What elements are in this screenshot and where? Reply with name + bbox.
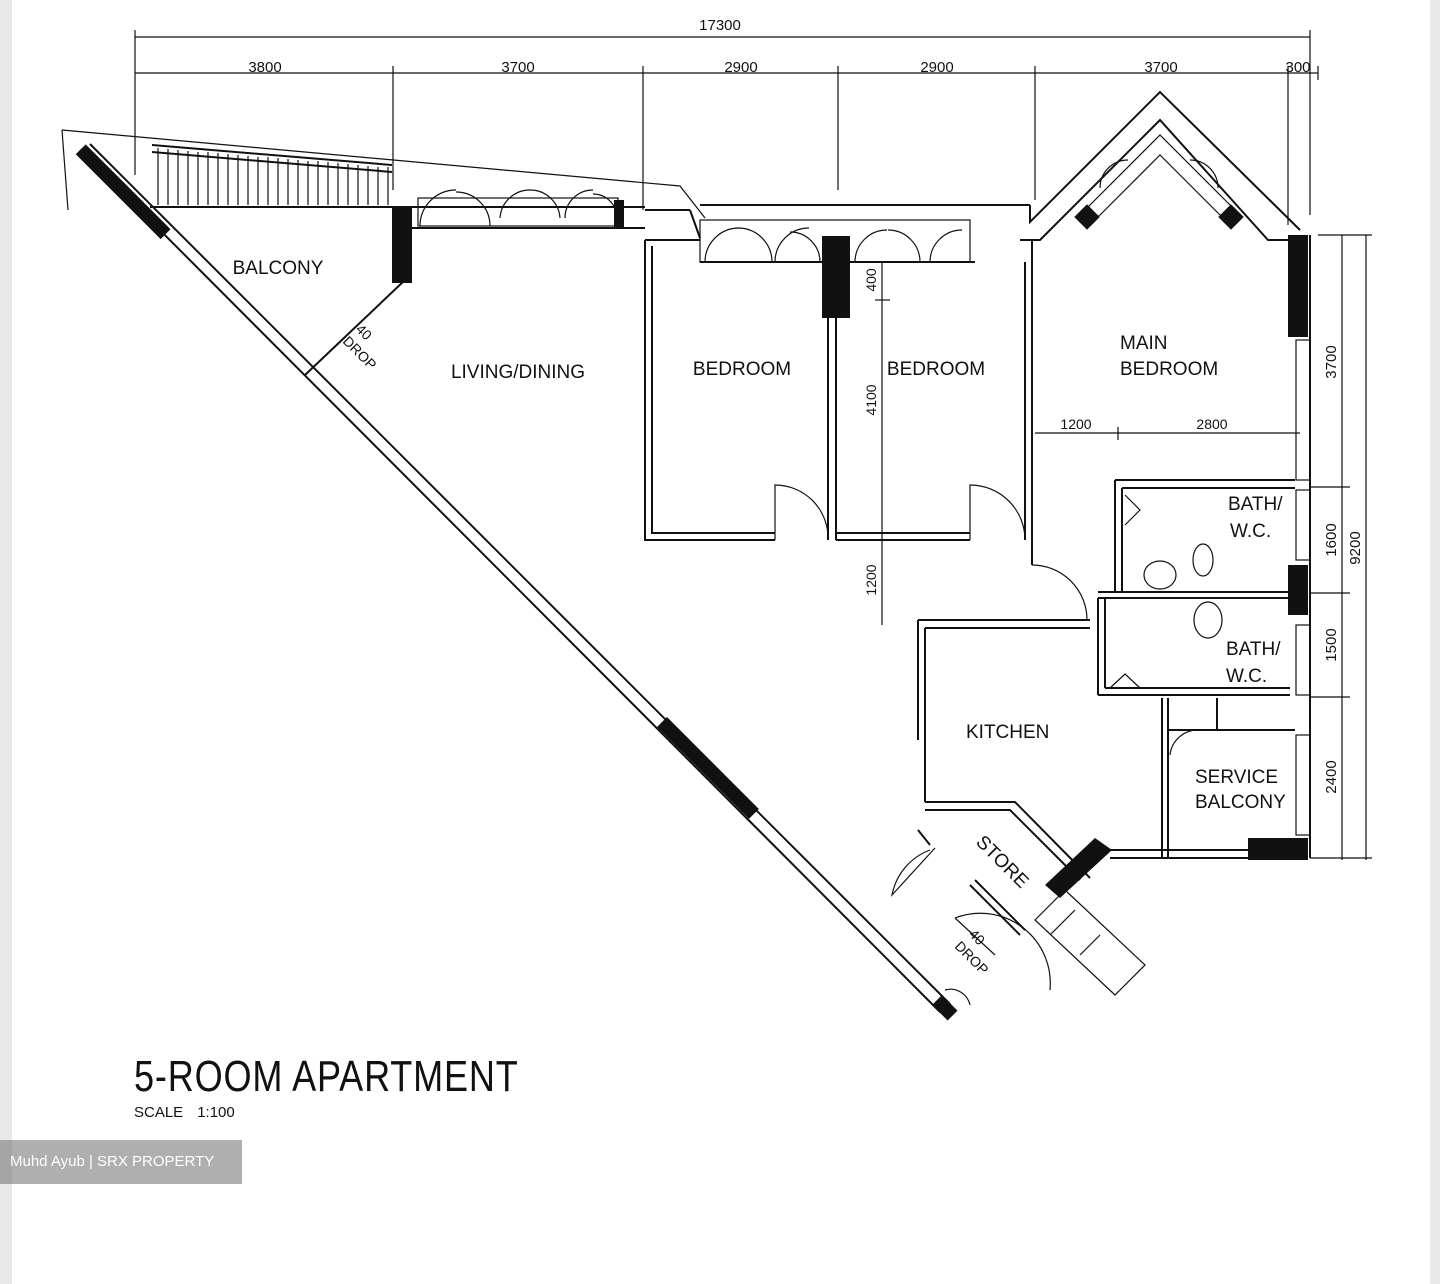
store-label: STORE — [971, 832, 1032, 893]
interior-walls — [644, 240, 1300, 1006]
inner-dimensions: 400 4100 1200 1200 2800 — [863, 262, 1228, 625]
drop-note-2-line2: DROP — [952, 938, 992, 978]
kitchen-label-line1: KITCHEN — [966, 722, 1049, 743]
main-bedroom-label-line2: BEDROOM — [1120, 359, 1218, 380]
right-segment-4-label: 2400 — [1323, 760, 1340, 793]
balcony-label: BALCONY — [233, 258, 324, 279]
overall-width-label: 17300 — [699, 17, 741, 34]
outer-walls — [61, 90, 1311, 1021]
segment-6-label: 300 — [1285, 59, 1310, 76]
segment-5-label: 3700 — [1144, 59, 1177, 76]
right-overall-label: 9200 — [1347, 531, 1364, 564]
bath-2-label-line2: W.C. — [1226, 666, 1267, 687]
bed-depth-dim-label: 4100 — [863, 384, 879, 415]
master-dim-b-label: 2800 — [1196, 416, 1227, 432]
master-dim-a-label: 1200 — [1060, 416, 1091, 432]
bedroom-2-label: BEDROOM — [887, 359, 985, 380]
segment-3-label: 2900 — [724, 59, 757, 76]
right-segment-2-label: 1600 — [1323, 523, 1340, 556]
balcony-railing — [151, 144, 412, 376]
right-segment-1-label: 3700 — [1323, 345, 1340, 378]
plan-scale: SCALE 1:100 — [134, 1104, 235, 1121]
service-balcony-label-line1: SERVICE — [1195, 767, 1278, 788]
watermark: Muhd Ayub | SRX PROPERTY — [0, 1140, 242, 1184]
right-segment-3-label: 1500 — [1323, 628, 1340, 661]
segment-4-label: 2900 — [920, 59, 953, 76]
bath-1-label-line1: BATH/ — [1228, 494, 1283, 515]
bath-1-label-line2: W.C. — [1230, 521, 1271, 542]
room-labels: BALCONY LIVING/DINING BEDROOM BEDROOM MA… — [233, 258, 1287, 978]
bed-wall-dim-label: 400 — [863, 268, 879, 292]
scale-label: SCALE — [134, 1104, 184, 1121]
bedroom-1-label: BEDROOM — [693, 359, 791, 380]
bath-2-label-line1: BATH/ — [1226, 639, 1281, 660]
corridor-dim-label: 1200 — [863, 564, 879, 595]
service-balcony-label-line2: BALCONY — [1195, 792, 1286, 813]
segment-2-label: 3700 — [501, 59, 534, 76]
scale-value: 1:100 — [197, 1104, 235, 1121]
main-bedroom-label-line1: MAIN — [1120, 333, 1168, 354]
top-dimensions: 17300 3800 3700 2900 2900 3700 300 — [134, 17, 1319, 225]
segment-1-label: 3800 — [248, 59, 281, 76]
right-dimensions: 3700 1600 1500 2400 9200 — [1310, 234, 1372, 860]
living-dining-label: LIVING/DINING — [451, 362, 585, 383]
plan-title: 5-ROOM APARTMENT — [134, 1052, 519, 1101]
floor-plan-sheet — [12, 0, 1430, 1284]
